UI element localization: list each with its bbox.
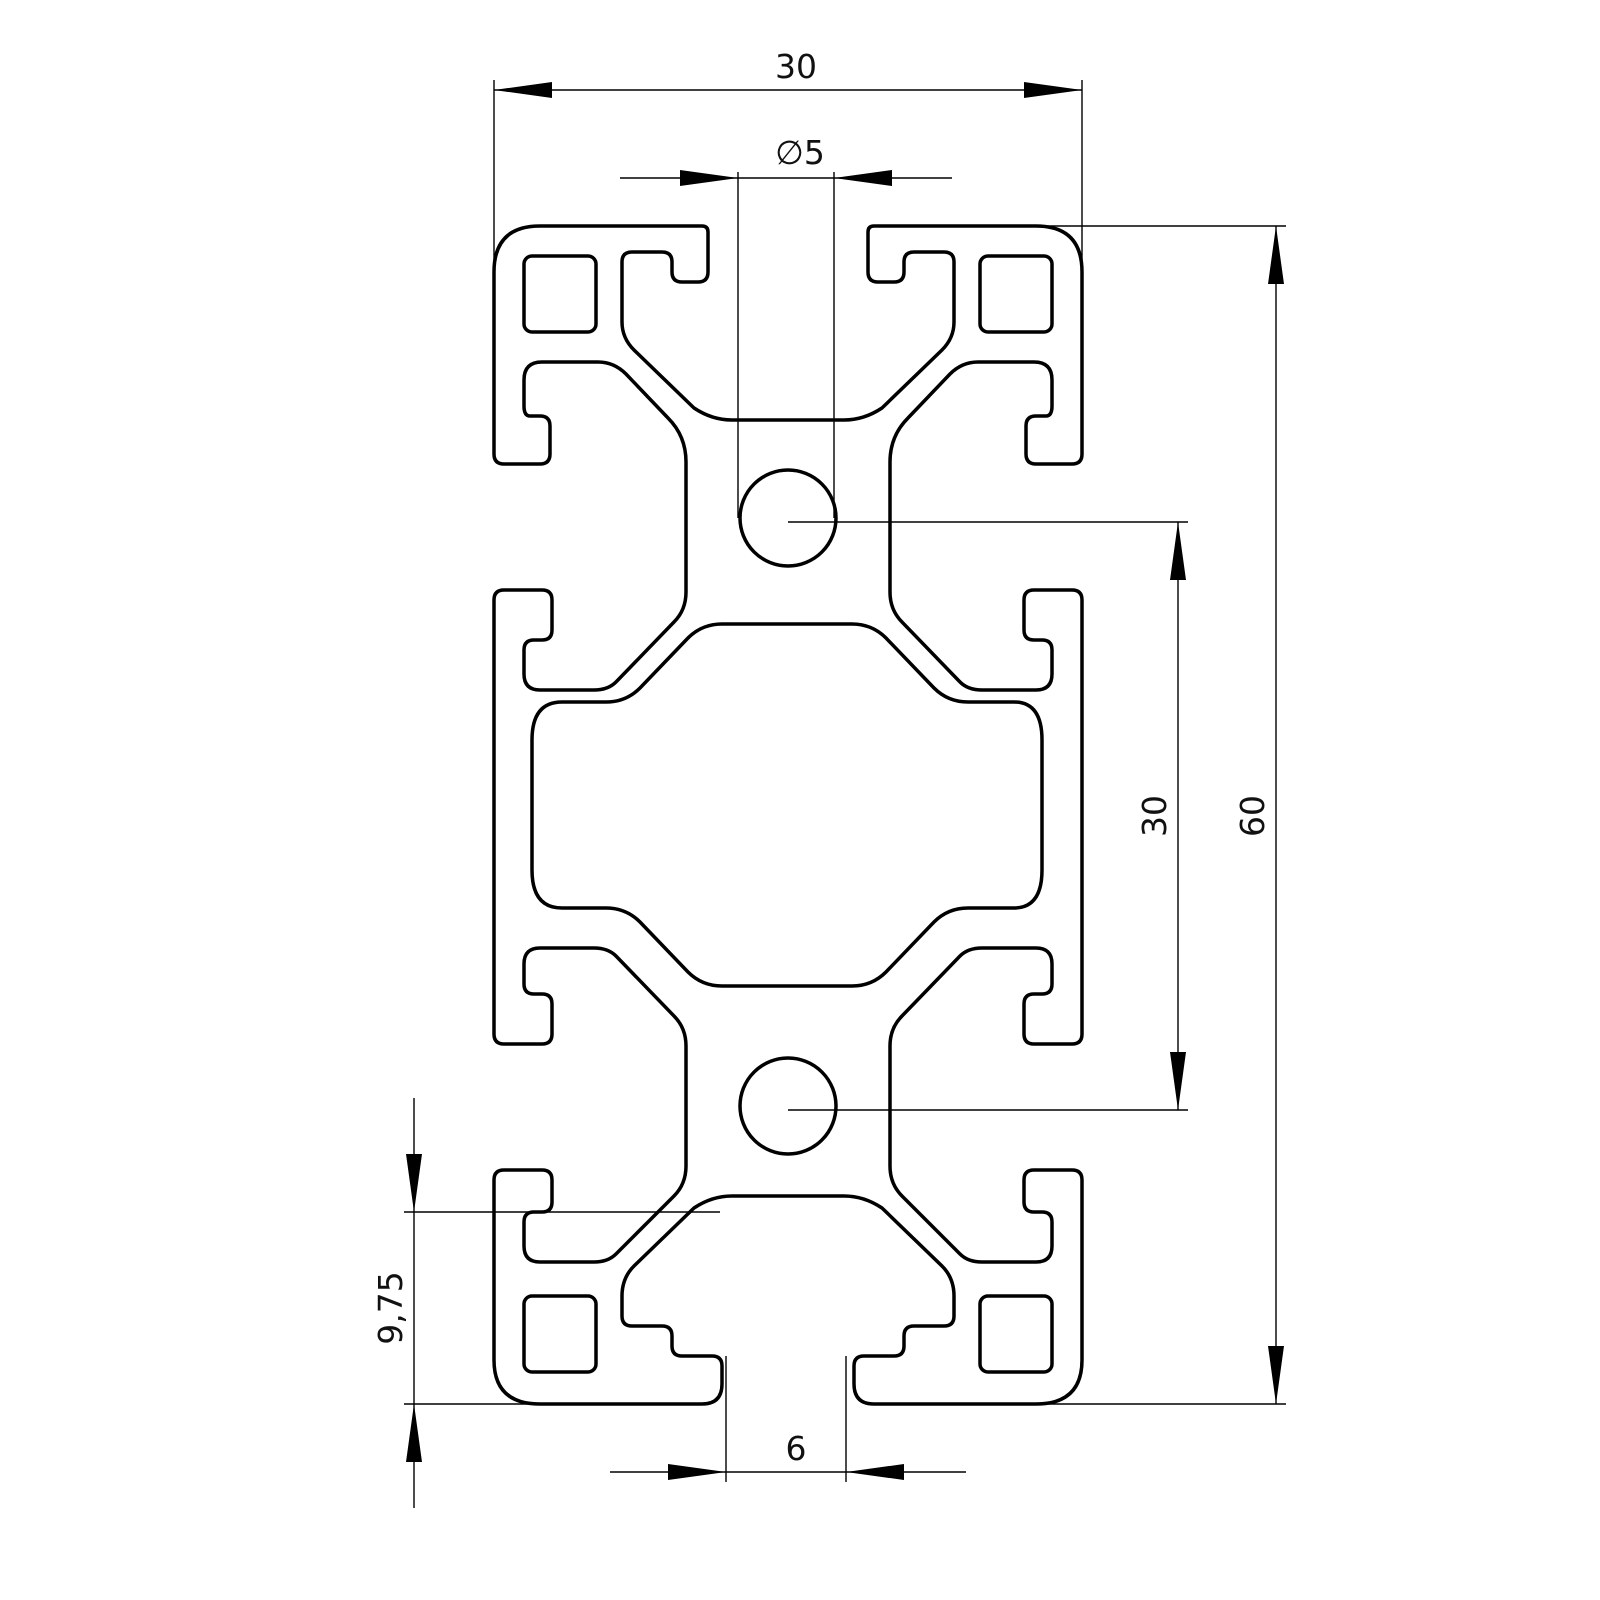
arrow-left (668, 1464, 726, 1480)
core-hole-bottom (738, 1056, 838, 1156)
dimension-slot-width: 6 (610, 1356, 966, 1482)
arrow-down (1170, 1052, 1186, 1110)
dimension-hole-diameter: ∅5 (620, 133, 952, 518)
width-label: 30 (775, 47, 817, 86)
arrow-right (1024, 82, 1082, 98)
corner-cavity-top-right (978, 254, 1054, 334)
corner-cavity-bottom-left (522, 1294, 598, 1374)
dimension-hole-spacing: 30 (788, 521, 1188, 1111)
arrow-left (680, 170, 738, 186)
hole-diameter-label: ∅5 (775, 133, 825, 172)
slot-width-label: 6 (786, 1429, 807, 1468)
arrow-right (834, 170, 892, 186)
corner-cavity-top-left (522, 254, 598, 334)
arrow-left (494, 82, 552, 98)
profile-outline (492, 224, 1084, 1406)
center-cavity (530, 622, 1044, 988)
slot-depth-label: 9,75 (371, 1271, 410, 1344)
arrow-up (1170, 522, 1186, 580)
core-hole-top (738, 468, 838, 568)
dimension-height: 60 (1036, 225, 1286, 1405)
arrow-right (846, 1464, 904, 1480)
dimension-width: 30 (493, 47, 1083, 272)
arrow-up (1268, 226, 1284, 284)
height-label: 60 (1233, 795, 1272, 837)
arrow-down (1268, 1346, 1284, 1404)
outer-contour (492, 224, 1084, 1406)
corner-cavity-bottom-right (978, 1294, 1054, 1374)
arrow-up (406, 1404, 422, 1462)
hole-spacing-label: 30 (1135, 795, 1174, 837)
dimension-slot-depth: 9,75 (371, 1098, 720, 1508)
arrow-down (406, 1154, 422, 1212)
